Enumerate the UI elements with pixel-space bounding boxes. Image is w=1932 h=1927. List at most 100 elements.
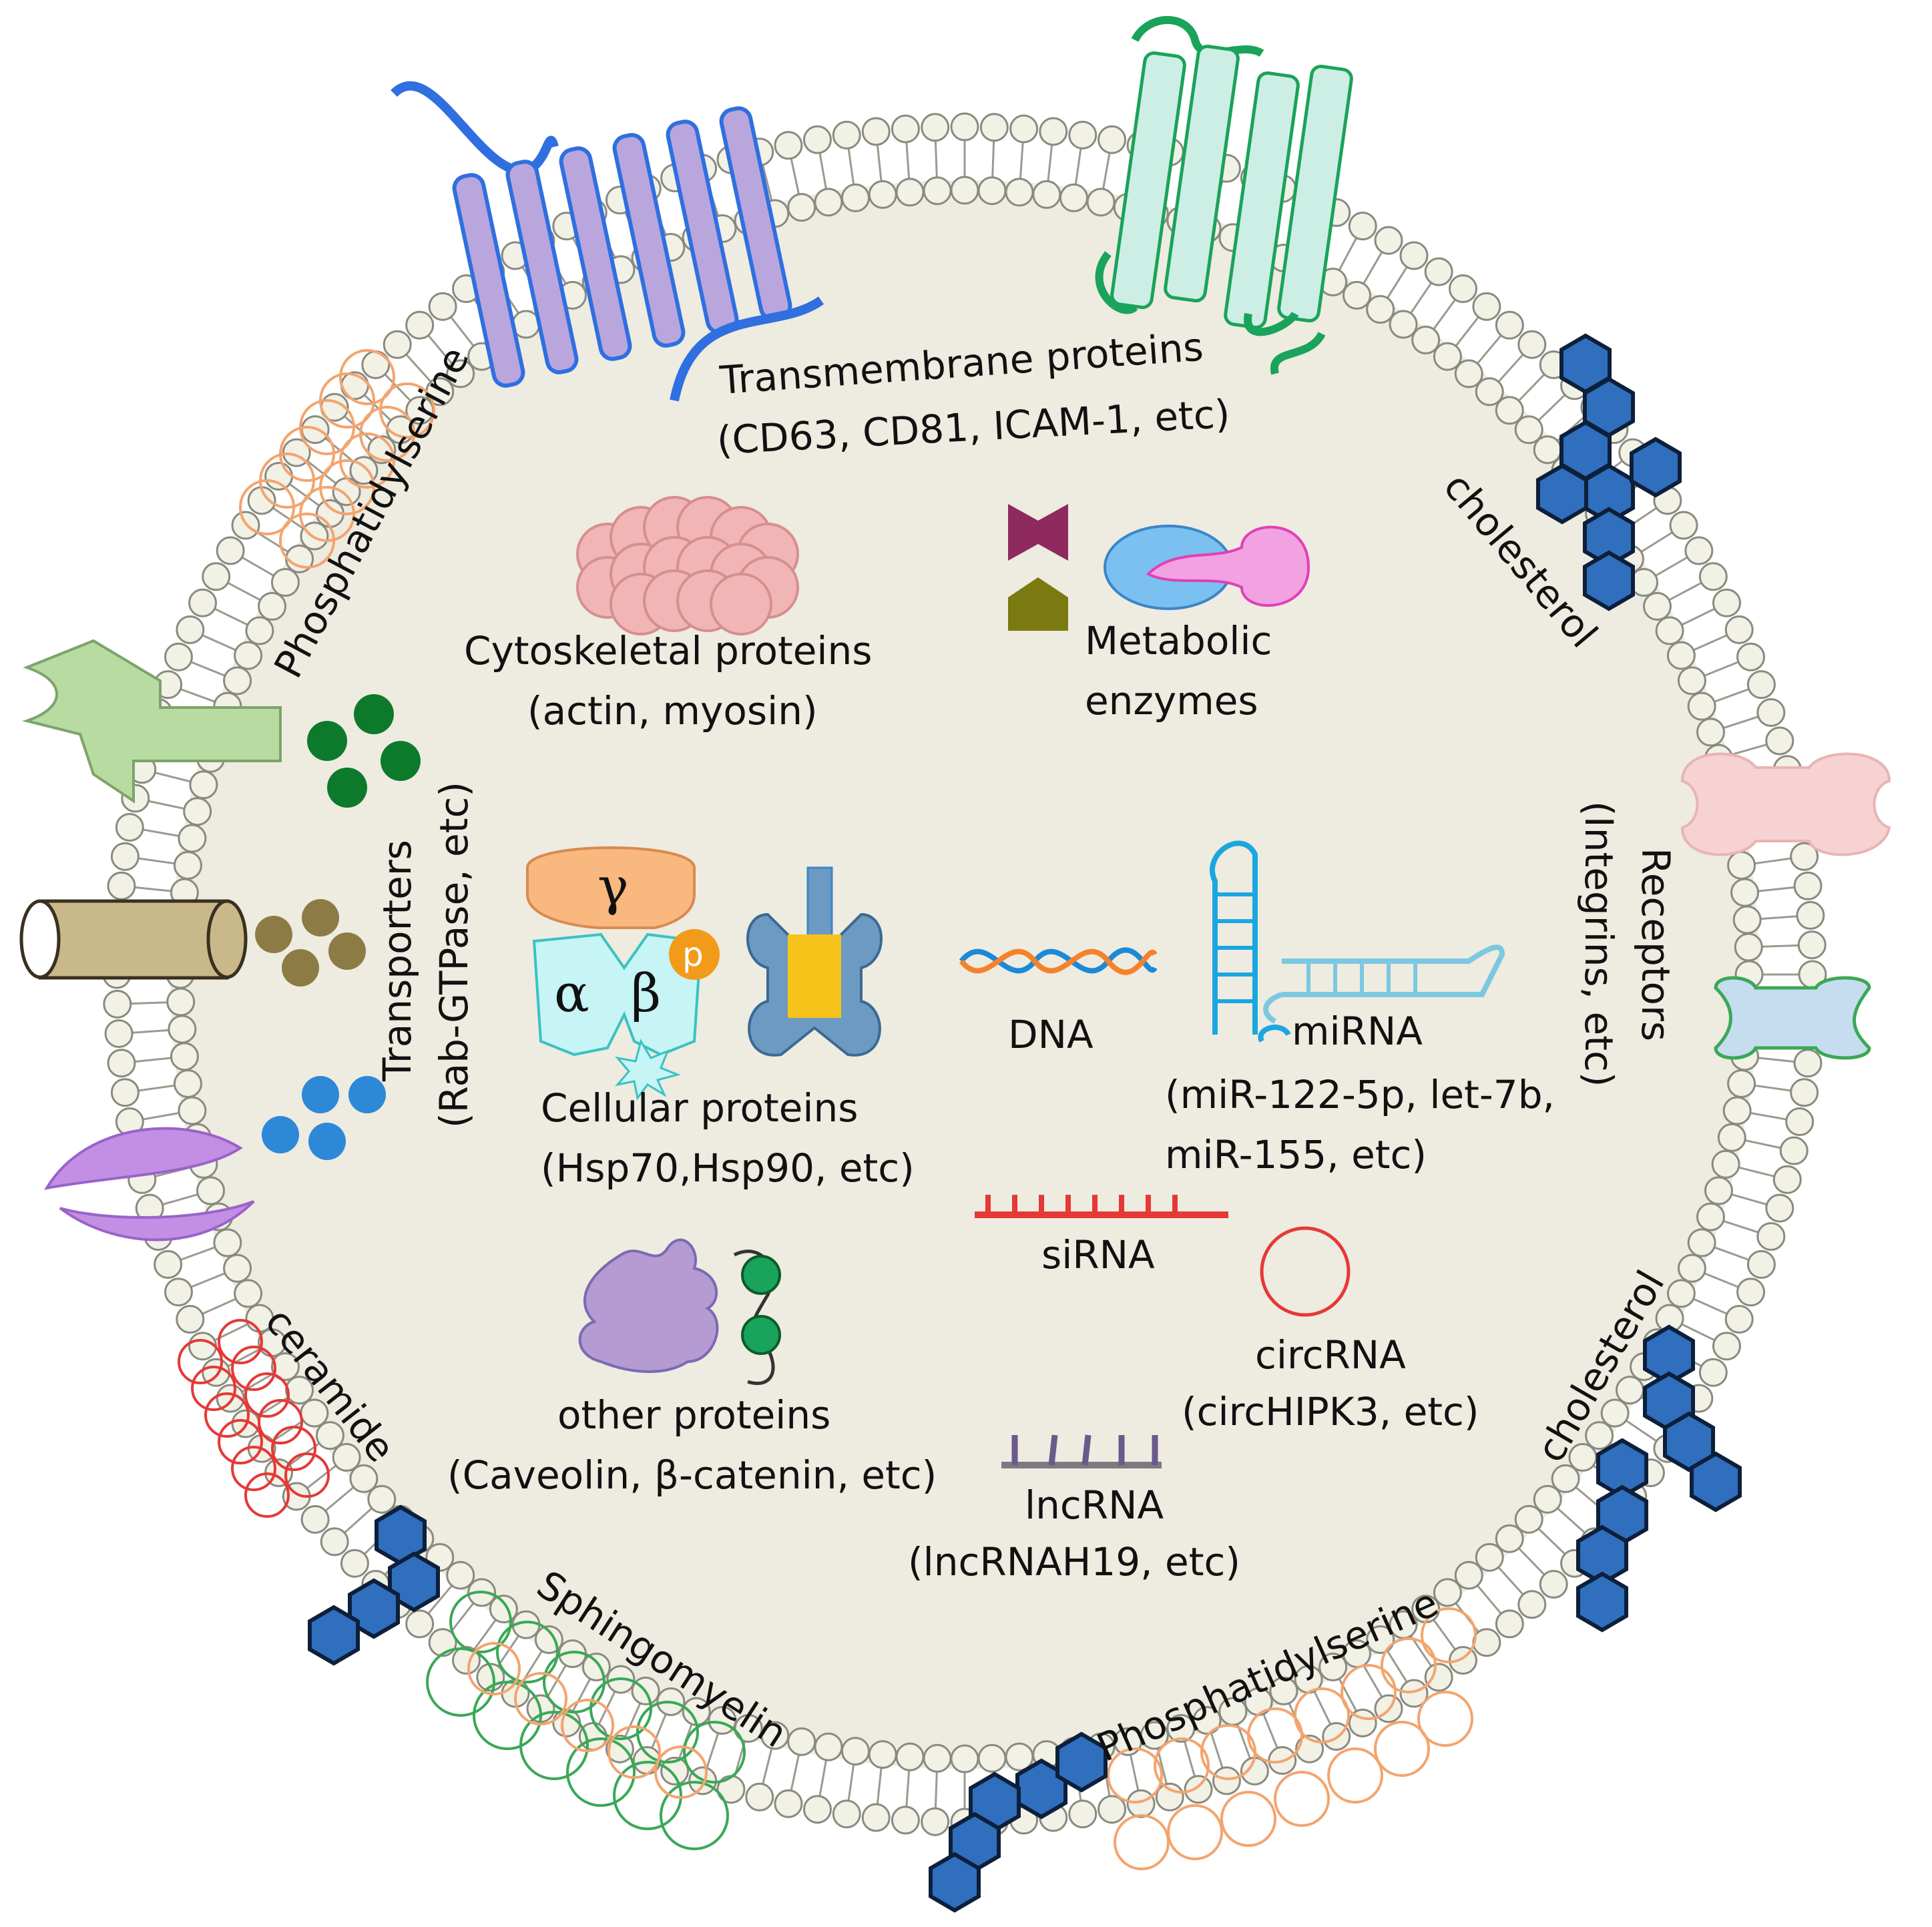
lipid-tail [1019,142,1024,180]
lipid-head-outer [802,1795,832,1824]
lipid-head-outer [1669,511,1698,540]
lipid-head-inner [1192,1705,1222,1735]
g-protein-icon: γ α β p [526,846,720,1101]
lipid-tail [1655,556,1688,577]
lipid-head-outer [1779,1136,1808,1165]
lipid-tail [1156,1748,1168,1785]
lipid-head-inner [1687,692,1716,721]
lipid-tail [324,1486,354,1512]
lipid-head-outer [1539,1570,1568,1599]
lipid-head-inner [1727,1069,1756,1099]
lipid-tail [138,857,175,865]
lipid-tail [762,1748,773,1785]
vesicle-lumen [170,180,1759,1769]
lipid-head-inner [196,1176,226,1205]
lipid-tail [1681,1323,1716,1342]
lipid-tail [1047,144,1053,182]
lipid-tail [1262,1713,1278,1749]
transporters-examples: (Rab-GTPase, etc) [431,782,477,1128]
lipid-head-outer [1793,871,1823,900]
lipid-tail [847,1764,855,1802]
lipid-head-inner [213,1228,242,1258]
lipid-head-outer [188,1332,218,1361]
lipid-head-outer [1424,257,1453,286]
lipid-head-outer [1765,726,1794,756]
lipid-head-inner [166,987,196,1017]
lipid-head-inner [189,770,218,800]
lipid-tail [1750,1112,1787,1121]
lipid-head-inner [977,1743,1007,1773]
lipid-tail [190,661,226,677]
lipid-head-outer [1797,930,1827,960]
lipid-tail [241,556,274,577]
lipid-head-inner [895,178,925,207]
cellular-proteins-title: Cellular proteins [541,1085,859,1131]
other-proteins-examples: (Caveolin, β-catenin, etc) [447,1452,937,1498]
lipid-tail [473,1619,497,1651]
lipid-head-outer [921,1807,950,1836]
lipid-head-inner [446,359,475,388]
lipid-head-inner [1711,1149,1740,1179]
metabolic-enzymes-line2: enzymes [1085,678,1258,724]
lipid-head-outer [774,131,803,160]
lipid-head-outer [405,310,435,340]
cytoskeletal-protein-icon [576,496,799,635]
lipid-head-outer [1184,1775,1213,1804]
circrna-title: circRNA [1255,1332,1406,1378]
lipid-tail [190,1272,226,1288]
lipid-head-inner [1568,1442,1598,1472]
lipid-head-outer [832,120,861,150]
lipid-tail [256,531,289,553]
mirna-icon [1210,840,1505,1043]
lipid-tail [571,1678,591,1712]
lipid-head-inner [1032,180,1061,209]
lipid-head-inner [1696,1202,1725,1231]
phosphatidylserine-patch-top [239,349,435,569]
lipid-tail [790,158,800,195]
lipid-tail [1681,607,1716,626]
lipid-head-inner [1389,310,1418,339]
lipid-head-inner [173,1069,202,1099]
lipid-head-outer [1756,698,1786,728]
lipid-head-outer [176,1305,205,1334]
lipid-head-outer [428,292,457,321]
transporter-purple [44,1127,255,1242]
lipid-head-inner [1551,1464,1580,1493]
lipid-tail [876,144,883,182]
lipid-tail [1476,334,1502,364]
dna-label: DNA [1008,1012,1094,1057]
lipid-head-outer [1009,114,1039,144]
lipid-head-inner [760,1721,790,1750]
lipid-head-inner [173,850,202,880]
receptor-blue-green [1714,976,1871,1060]
lipid-head-inner [1514,1504,1543,1534]
lipid-head-outer [774,1789,803,1818]
lipid-head-outer [110,842,140,871]
lipid-tail [934,1771,938,1809]
lipid-head-outer [154,1250,183,1279]
lipid-tail [180,1246,216,1261]
lipid-head-outer [1736,642,1766,671]
lipid-head-inner [1269,1676,1298,1705]
lipid-head-inner [1677,666,1706,696]
sirna-icon [975,1195,1228,1218]
lipid-tail [1731,1193,1767,1205]
lipid-head-inner [170,1042,199,1071]
lipid-tail [1537,1528,1566,1555]
lipid-head-inner [923,176,952,206]
phosphatidylserine-patch-bottom [1107,1607,1477,1870]
gamma-label: γ [597,857,629,917]
lipid-head-outer [1785,1107,1815,1137]
lipid-head-outer [340,1549,369,1578]
lipid-head-outer [1746,1250,1776,1279]
lipid-tail [1714,688,1750,703]
lipid-head-inner [1585,1421,1614,1450]
lipid-tail [1313,1691,1332,1725]
lipid-tail [427,334,453,364]
lipid-head-inner [168,1015,197,1044]
mirna-title: miRNA [1292,1009,1423,1054]
lipid-tail [1497,1567,1524,1595]
lipid-head-outer [1068,1800,1098,1829]
lipid-head-outer [1712,588,1741,617]
lipid-tail [134,886,172,892]
